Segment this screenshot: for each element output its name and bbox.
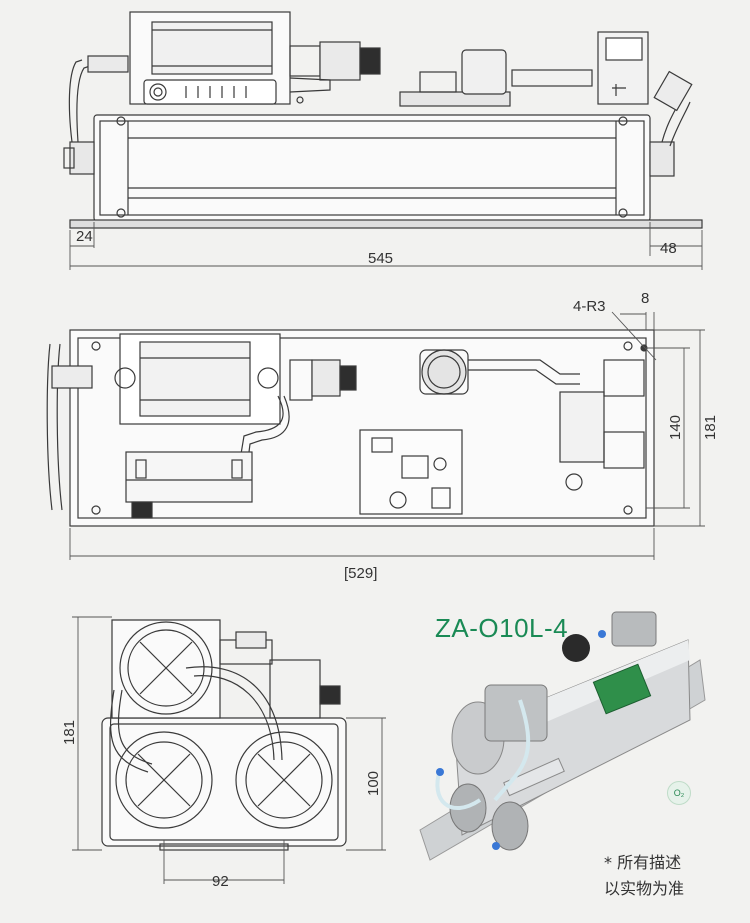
dim-front-left-offset: 24 bbox=[76, 228, 93, 245]
dim-front-right-offset: 48 bbox=[660, 240, 677, 257]
front-view bbox=[63, 11, 703, 229]
dim-side-body-height: 100 bbox=[365, 771, 382, 796]
front-view-dimensions bbox=[69, 222, 703, 270]
dim-top-hole-margin: 8 bbox=[641, 290, 649, 307]
side-view-dimensions bbox=[72, 616, 386, 884]
dim-side-hole-spacing: 92 bbox=[212, 873, 229, 890]
dim-top-reference-length: [529] bbox=[344, 565, 377, 582]
model-name: ZA-O10L-4 bbox=[435, 613, 569, 643]
dim-top-corner-radius: 4-R3 bbox=[573, 298, 606, 315]
disclaimer-note: * 所有描述 以实物为准 bbox=[604, 850, 684, 902]
dim-top-total-width: 181 bbox=[702, 415, 719, 440]
disclaimer-line-2: 以实物为准 bbox=[604, 879, 685, 898]
dim-top-hole-spacing: 140 bbox=[667, 415, 684, 440]
dim-side-total-height: 181 bbox=[61, 720, 78, 745]
product-photo bbox=[419, 611, 706, 861]
o2-badge: O₂ bbox=[667, 781, 691, 805]
disclaimer-line-1: * 所有描述 bbox=[604, 853, 682, 872]
side-view bbox=[101, 619, 347, 851]
top-view bbox=[46, 329, 655, 527]
dim-front-total-length: 545 bbox=[368, 250, 393, 267]
top-view-dimensions bbox=[69, 311, 705, 560]
